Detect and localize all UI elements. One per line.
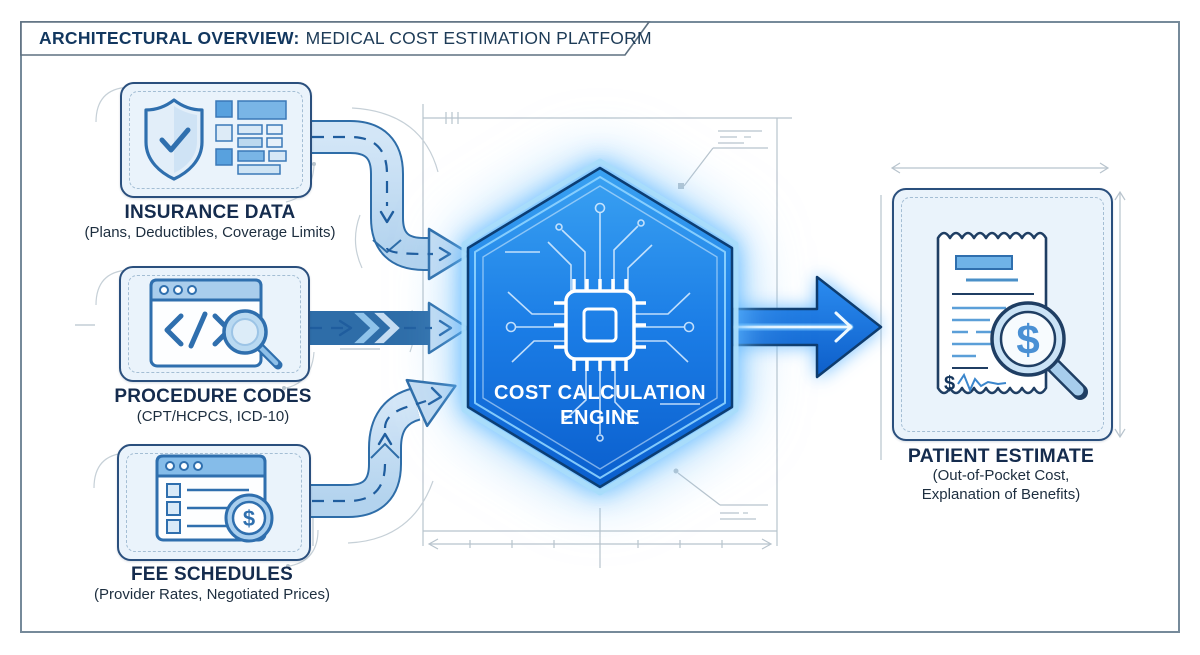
engine-hexagon: COST CALCULATION ENGINE bbox=[461, 158, 739, 496]
circuit-traces bbox=[505, 202, 700, 442]
pipe-insurance-to-engine bbox=[308, 120, 472, 281]
banner-shape bbox=[20, 21, 651, 56]
pipe-procedure-to-engine bbox=[306, 301, 470, 355]
cpu-chip-icon bbox=[554, 279, 646, 371]
engine-label-line1: COST CALCULATION bbox=[494, 382, 706, 404]
engine-label: COST CALCULATION ENGINE bbox=[494, 382, 706, 429]
pipe-fee-to-engine bbox=[308, 378, 457, 518]
blueprint-lines bbox=[75, 85, 1126, 568]
engine-label-line2: ENGINE bbox=[560, 407, 640, 429]
